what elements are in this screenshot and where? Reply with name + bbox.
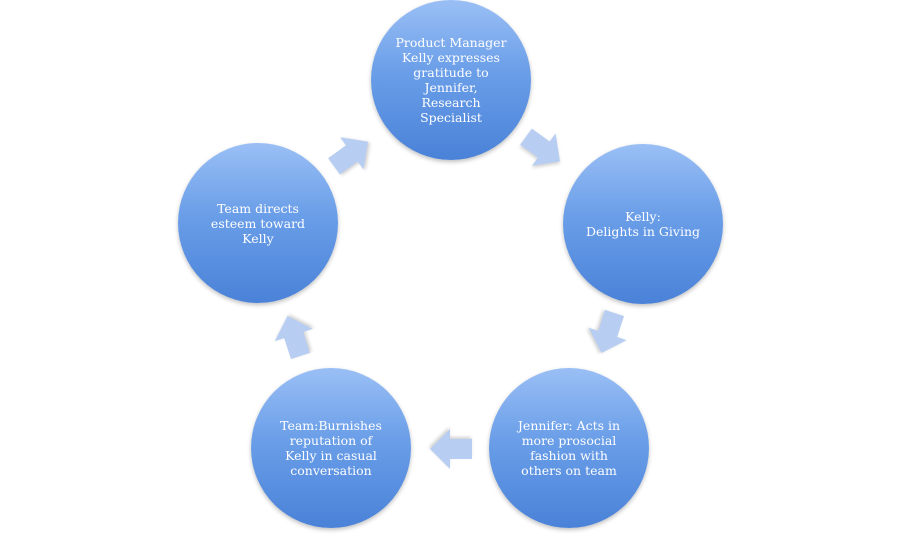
arrow-n2-to-n3 bbox=[579, 304, 637, 362]
node-label: Product Manager Kelly expresses gratitud… bbox=[395, 35, 507, 125]
arrow-right-icon bbox=[328, 137, 368, 175]
node-label: Team directs esteem toward Kelly bbox=[210, 200, 306, 246]
node-jennifer-acts-prosocially: Jennifer: Acts in more prosocial fashion… bbox=[489, 368, 649, 528]
arrow-right-icon bbox=[430, 429, 472, 469]
arrow-right-icon bbox=[520, 128, 560, 166]
arrow-n3-to-n4 bbox=[428, 426, 474, 472]
arrow-n1-to-n2 bbox=[511, 117, 575, 181]
node-label: Team:Burnishes reputation of Kelly in ca… bbox=[280, 418, 382, 478]
arrow-right-icon bbox=[274, 316, 313, 360]
arrow-right-icon bbox=[588, 309, 627, 353]
node-label: Kelly: Delights in Giving bbox=[586, 209, 700, 239]
node-team-burnishes-reputation: Team:Burnishes reputation of Kelly in ca… bbox=[251, 368, 411, 528]
node-team-directs-esteem: Team directs esteem toward Kelly bbox=[178, 143, 338, 303]
arrow-n4-to-n5 bbox=[265, 307, 323, 365]
node-kelly-delights-in-giving: Kelly: Delights in Giving bbox=[563, 144, 723, 304]
arrow-n5-to-n1 bbox=[319, 122, 383, 186]
node-kelly-expresses-gratitude: Product Manager Kelly expresses gratitud… bbox=[371, 0, 531, 160]
node-label: Jennifer: Acts in more prosocial fashion… bbox=[517, 418, 621, 478]
